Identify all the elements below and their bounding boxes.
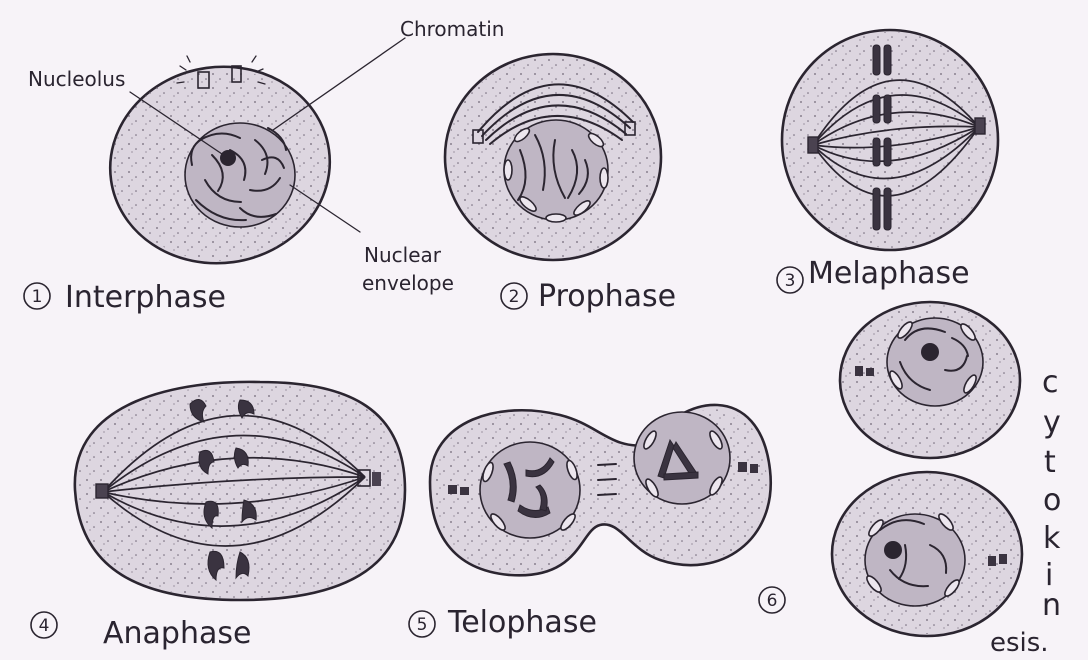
stage-number-3: 3 [785,271,796,291]
cyto-letter-c: c [1042,365,1059,400]
stage-label-4: 4 Anaphase [31,612,251,651]
cyto-letter-k: k [1043,521,1061,556]
cyto-letter-n: n [1042,588,1061,623]
nucleolus-label: Nucleolus [28,67,125,91]
stage-label-3: 3 Melaphase [777,256,970,293]
stage-number-6: 6 [767,591,778,611]
stage-name-4: Anaphase [103,616,251,651]
envelope-label: envelope [362,271,454,295]
cyto-ending: esis. [990,628,1049,658]
prophase-cell [445,54,661,260]
cyto-letter-o: o [1043,483,1061,518]
metaphase-cell [782,30,998,250]
cytokinesis-cell-bottom [832,472,1022,636]
anaphase-cell [75,382,405,600]
stage-number-5: 5 [417,615,428,635]
stage-number-2: 2 [509,287,520,307]
cyto-letter-y: y [1043,405,1061,440]
cytokinesis-cell-top [840,302,1020,458]
stage-name-5: Telophase [447,605,597,640]
stage-name-3: Melaphase [808,256,970,291]
cyto-letter-t: t [1044,445,1056,480]
stage-label-5: 5 Telophase [409,605,597,640]
stage-number-4: 4 [39,616,50,636]
chromatin-label: Chromatin [400,17,504,41]
telophase-cell [430,405,771,575]
stage-label-2: 2 Prophase [501,279,676,314]
stage-label-1: 1 Interphase [24,280,226,315]
interphase-cell [97,53,342,278]
nucleolus-dot [220,150,236,166]
stage-number-1: 1 [32,287,43,307]
nuclear-label: Nuclear [364,243,442,267]
stage-label-6: 6 [759,587,785,613]
stage-name-2: Prophase [538,279,676,314]
stage-name-1: Interphase [65,280,226,315]
